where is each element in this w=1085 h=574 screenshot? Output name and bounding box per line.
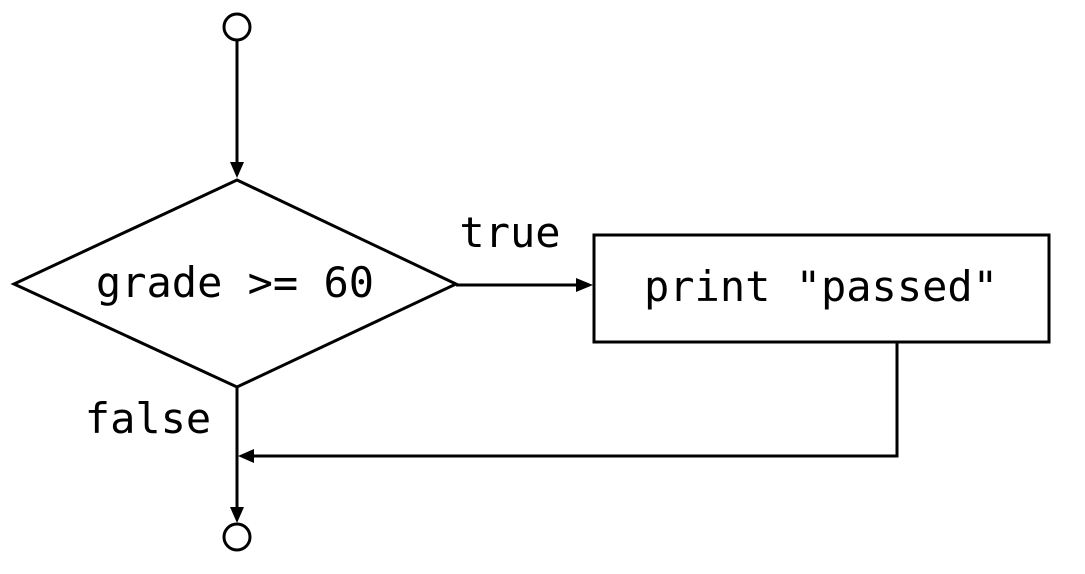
arrowhead-end-top xyxy=(230,507,244,523)
decision-condition-text: grade >= 60 xyxy=(96,258,374,307)
start-terminal xyxy=(222,12,252,42)
true-branch-label: true xyxy=(459,208,560,257)
process-action-text: print "passed" xyxy=(644,262,998,311)
arrowhead-merge-left xyxy=(238,449,254,463)
arrowhead-process-left xyxy=(576,278,593,292)
process-box xyxy=(592,233,1051,344)
arrowhead-decision-top xyxy=(230,162,244,178)
end-terminal xyxy=(222,522,252,552)
edge-process-return xyxy=(252,342,899,458)
false-branch-label: false xyxy=(85,394,211,443)
